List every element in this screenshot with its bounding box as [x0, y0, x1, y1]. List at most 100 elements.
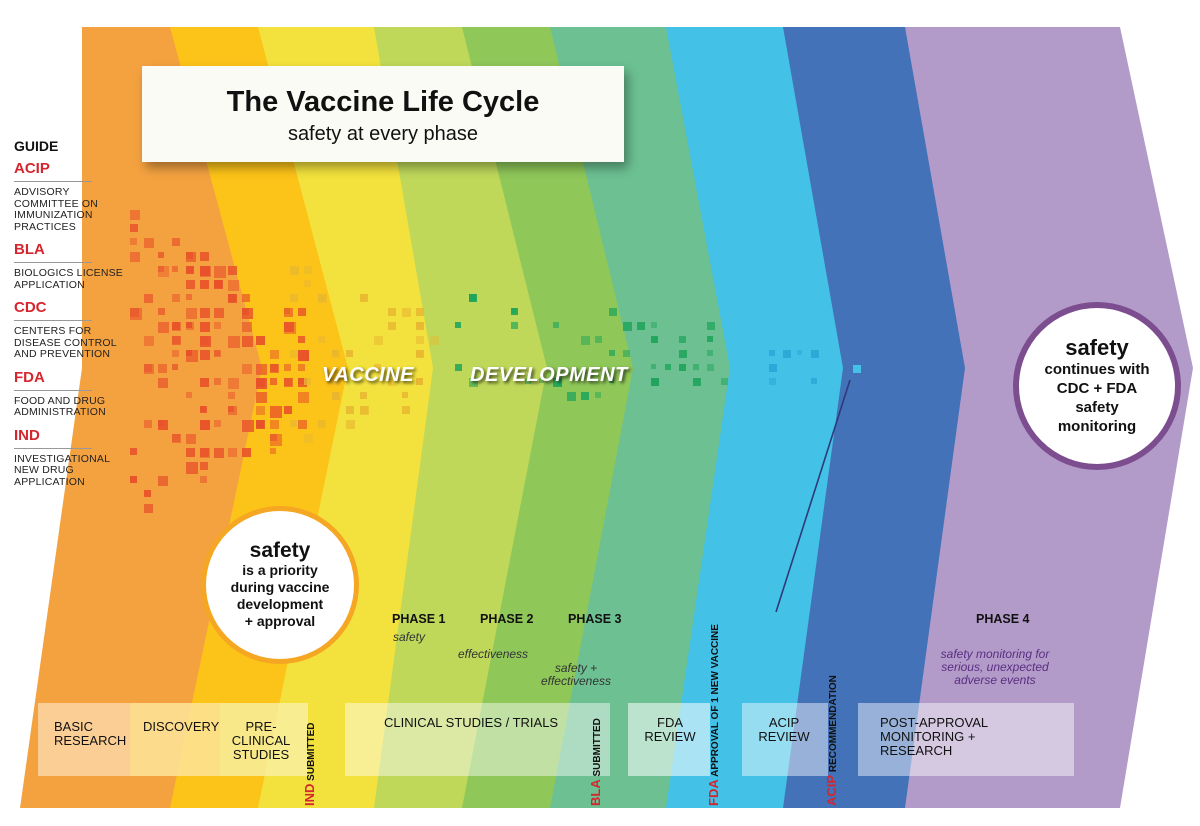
- circle-right-line: CDC + FDA: [1056, 380, 1138, 397]
- guide-item-ind: IND INVESTIGATIONAL NEW DRUG APPLICATION: [14, 427, 124, 489]
- circle-left-line: + approval: [244, 613, 316, 629]
- pixel-square: [242, 308, 253, 319]
- stage-post-approval: POST-APPROVAL MONITORING + RESEARCH: [880, 715, 988, 758]
- pixel-square: [332, 378, 338, 384]
- milestone-ind-text: SUBMITTED: [306, 722, 317, 781]
- pixel-square: [402, 392, 408, 398]
- pixel-square: [186, 252, 196, 262]
- pixel-square: [469, 294, 477, 302]
- pixel-square: [200, 322, 210, 332]
- pixel-square: [304, 280, 311, 287]
- pixel-square: [256, 364, 267, 375]
- stage-band-clinical: [345, 703, 610, 776]
- pixel-square: [186, 280, 195, 289]
- pixel-square: [256, 392, 267, 403]
- pixel-square: [270, 420, 279, 429]
- pixel-square: [186, 434, 196, 444]
- pixel-square: [290, 350, 298, 358]
- pixel-square: [553, 378, 562, 387]
- milestone-fda-text: APPROVAL OF 1 NEW VACCINE: [710, 624, 721, 777]
- pixel-square: [242, 420, 254, 432]
- stage-band-fda: [628, 703, 710, 776]
- pixel-square: [228, 266, 237, 275]
- pixel-square: [228, 406, 234, 412]
- pixel-square: [200, 350, 210, 360]
- pixel-square: [416, 322, 424, 330]
- pixel-square: [144, 364, 152, 372]
- pixel-square: [172, 294, 180, 302]
- pixel-square: [270, 350, 279, 359]
- guide-header: GUIDE: [14, 138, 59, 154]
- pixel-square: [186, 308, 197, 319]
- pixel-square: [130, 224, 138, 232]
- pixel-square: [144, 504, 153, 513]
- stage-acip-review: ACIP REVIEW: [758, 715, 810, 744]
- chevron-basic: [20, 27, 262, 808]
- phase-4-note: safety monitoring for serious, unexpecte…: [940, 647, 1050, 687]
- pixel-square: [228, 294, 237, 303]
- guide-abbr: BLA: [14, 241, 92, 263]
- pixel-square: [783, 350, 791, 358]
- pixel-square: [707, 322, 715, 330]
- pixel-square: [360, 392, 367, 399]
- pixel-square: [270, 378, 277, 385]
- pixel-square: [304, 266, 312, 274]
- circle-right-line: safety: [1075, 399, 1119, 416]
- circle-left-big: safety: [249, 539, 311, 562]
- circle-left-line: during vaccine: [230, 579, 330, 595]
- pixel-square: [172, 364, 178, 370]
- pixel-square: [130, 476, 137, 483]
- stage-band-preclinical: [220, 703, 308, 776]
- pixel-square: [679, 336, 686, 343]
- guide-item-cdc: CDC CENTERS FOR DISEASE CONTROL AND PREV…: [14, 299, 124, 361]
- pixel-square: [228, 280, 239, 291]
- pixel-square: [553, 322, 559, 328]
- pixel-square: [707, 350, 713, 356]
- guide-full: INVESTIGATIONAL NEW DRUG APPLICATION: [14, 452, 110, 488]
- pixel-square: [144, 420, 152, 428]
- pixel-square: [242, 448, 251, 457]
- pixel-square: [853, 365, 861, 373]
- milestone-ind: IND SUBMITTED: [302, 722, 317, 806]
- pixel-square: [214, 308, 224, 318]
- pixel-square: [214, 322, 221, 329]
- pixel-square: [318, 420, 326, 428]
- phase-4-label: PHASE 4: [976, 612, 1030, 626]
- pixel-square: [270, 364, 278, 372]
- pixel-squares: [130, 210, 861, 513]
- pixel-square: [172, 336, 180, 344]
- pixel-square: [242, 336, 253, 347]
- pixel-square: [811, 378, 817, 384]
- circle-right-line: continues with: [1044, 361, 1150, 378]
- pixel-square: [172, 266, 178, 272]
- pixel-square: [665, 364, 671, 370]
- pixel-square: [228, 448, 237, 457]
- phase-2-note: effectiveness: [458, 647, 529, 661]
- phase-1-note: safety: [393, 630, 426, 644]
- safety-monitoring-circle: safety continues with CDC + FDA safety m…: [1013, 302, 1181, 470]
- pixel-square: [332, 350, 340, 358]
- pixel-square: [200, 378, 209, 387]
- pixel-square: [318, 336, 325, 343]
- pixel-square: [158, 378, 168, 388]
- pixel-square: [769, 364, 777, 372]
- pixel-square: [186, 462, 198, 474]
- pixel-square: [158, 420, 168, 430]
- stage-discovery: DISCOVERY: [143, 719, 220, 734]
- pixel-square: [304, 434, 313, 443]
- pixel-square: [623, 350, 630, 357]
- milestone-fda: FDA APPROVAL OF 1 NEW VACCINE: [706, 624, 721, 806]
- pixel-square: [360, 406, 369, 415]
- pixel-square: [623, 322, 632, 331]
- circle-left-line: is a priority: [242, 562, 318, 578]
- pixel-square: [721, 378, 728, 385]
- pixel-square: [284, 364, 291, 371]
- pixel-square: [374, 364, 381, 371]
- stage-band-post: [858, 703, 1074, 776]
- pixel-square: [214, 350, 221, 357]
- circle-left-line: development: [236, 596, 324, 612]
- pixel-square: [693, 378, 701, 386]
- pixel-square: [172, 238, 180, 246]
- pixel-square: [158, 308, 165, 315]
